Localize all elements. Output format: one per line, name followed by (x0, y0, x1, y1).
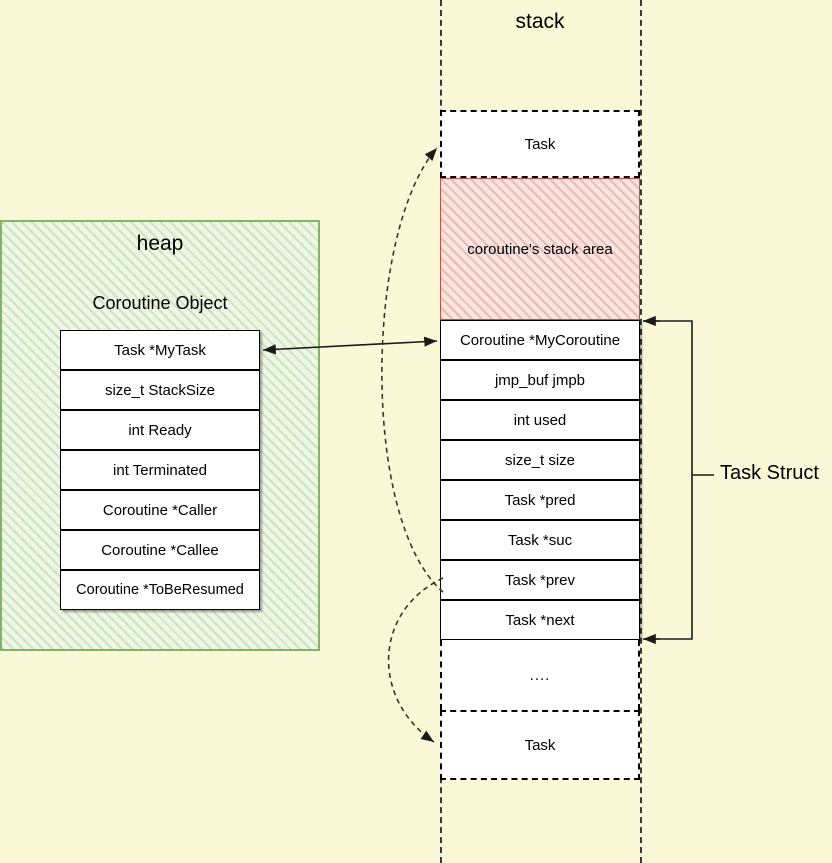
connector-prev-to-top-task (381, 147, 444, 593)
task-struct-row: Task *suc (440, 520, 640, 560)
task-struct-bracket (644, 320, 693, 640)
coroutine-object-row-label: int Terminated (113, 461, 207, 479)
coroutine-object-row: int Terminated (60, 450, 260, 490)
coroutine-object-row-label: Coroutine *ToBeResumed (76, 582, 244, 598)
coroutine-object-row-label: Coroutine *Caller (102, 501, 218, 519)
task-struct-row-label: Task *next (505, 611, 575, 629)
stack-block-ellipsis-label: .... (529, 666, 551, 684)
task-struct-table: Coroutine *MyCoroutine jmp_buf jmpb int … (440, 320, 640, 640)
task-struct-row: Task *pred (440, 480, 640, 520)
task-struct-row-label: Task *suc (507, 531, 573, 549)
stack-block-bottom-task: Task (440, 710, 640, 780)
task-struct-row-label: Coroutine *MyCoroutine (459, 331, 621, 349)
stack-right-guide-line (640, 0, 642, 863)
coroutine-object-row: Coroutine *Caller (60, 490, 260, 530)
task-struct-row-label: int used (513, 411, 567, 429)
coroutine-object-row: int Ready (60, 410, 260, 450)
connector-next-to-bottom-task (387, 577, 444, 743)
stack-block-bottom-task-label: Task (524, 736, 556, 754)
coroutine-stack-area: coroutine's stack area (440, 178, 640, 320)
task-struct-row: Task *next (440, 600, 640, 640)
stack-title: stack (515, 10, 565, 33)
stack-block-top-task: Task (440, 110, 640, 178)
coroutine-object-row: Coroutine *ToBeResumed (60, 570, 260, 610)
task-struct-row: jmp_buf jmpb (440, 360, 640, 400)
coroutine-object-row: Task *MyTask (60, 330, 260, 370)
task-struct-row: int used (440, 400, 640, 440)
coroutine-object-row-label: Task *MyTask (114, 341, 206, 359)
task-struct-row: size_t size (440, 440, 640, 480)
task-struct-row: Task *prev (440, 560, 640, 600)
coroutine-object-title: Coroutine Object (92, 293, 228, 313)
coroutine-stack-area-label: coroutine's stack area (467, 240, 613, 258)
coroutine-object-row: size_t StackSize (60, 370, 260, 410)
stack-block-top-task-label: Task (524, 135, 556, 153)
task-struct-row-label: Task *pred (504, 491, 576, 509)
coroutine-object-row: Coroutine *Callee (60, 530, 260, 570)
task-struct-row-label: size_t size (504, 451, 576, 469)
task-struct-row: Coroutine *MyCoroutine (440, 320, 640, 360)
coroutine-object-row-label: size_t StackSize (104, 381, 216, 399)
task-struct-row-label: jmp_buf jmpb (494, 371, 586, 389)
task-struct-row-label: Task *prev (504, 571, 576, 589)
stack-block-ellipsis: .... (440, 640, 640, 710)
task-struct-label: Task Struct (720, 462, 819, 484)
coroutine-object-row-label: int Ready (128, 421, 192, 439)
coroutine-object-table: Task *MyTask size_t StackSize int Ready … (60, 330, 260, 610)
coroutine-object-row-label: Coroutine *Callee (101, 541, 219, 559)
heap-title: heap (136, 232, 184, 255)
